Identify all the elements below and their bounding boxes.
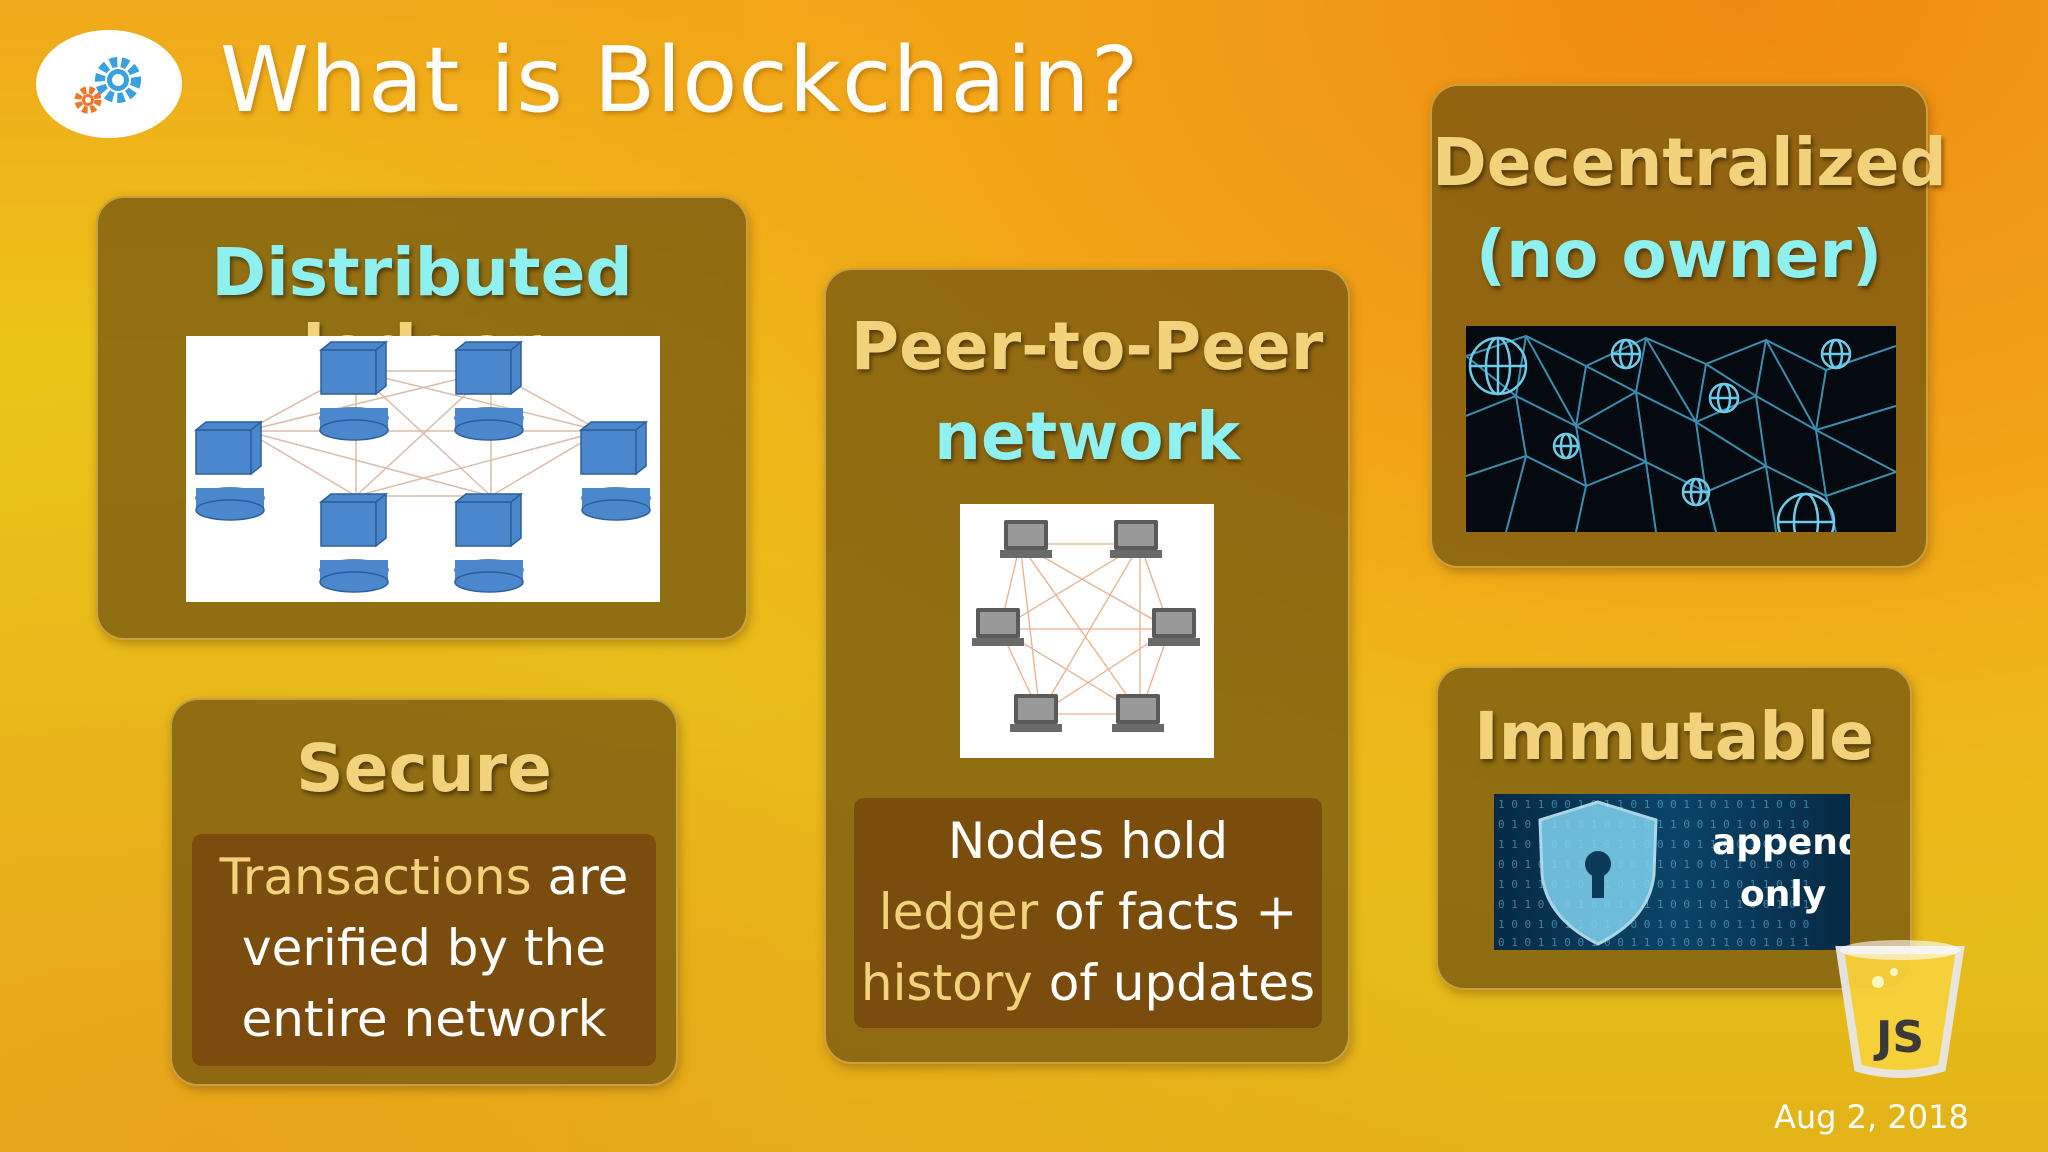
nodes-line3-rest: of updates — [1032, 954, 1316, 1012]
network-globe-image — [1465, 326, 1897, 552]
nodes-line2: ledger of facts + — [854, 877, 1322, 948]
card-heading: Immutable — [1474, 698, 1874, 775]
svg-text:0 1 0 1 1 0 0 1 0 0 1 1 0 1 0: 0 1 0 1 1 0 0 1 0 0 1 1 0 1 0 0 1 1 0 0 … — [1498, 936, 1809, 949]
nodes-description: Nodes hold ledger of facts + history of … — [854, 798, 1322, 1028]
js-badge-label: JS — [1875, 1012, 1925, 1063]
nodes-line3: history of updates — [854, 948, 1322, 1019]
page-title: What is Blockchain? — [220, 28, 1140, 133]
card-immutable: Immutable 1 0 1 1 0 0 1 0 1 1 0 1 0 0 1 … — [1436, 666, 1912, 990]
js-badge: JS — [1830, 936, 1970, 1080]
card-decentralized: Decentralized (no owner) — [1430, 84, 1947, 568]
svg-text:1 0 0 1 0 1 1 0 1 1 0 0 1 0 1: 1 0 0 1 0 1 1 0 1 1 0 0 1 0 1 1 0 0 1 1 … — [1498, 918, 1809, 931]
presentation-date: Aug 2, 2018 — [1774, 1098, 1969, 1136]
card-heading-line2: (no owner) — [1475, 216, 1883, 293]
card-heading-line1: Decentralized — [1432, 124, 1947, 201]
gears-icon — [74, 57, 141, 114]
nodes-line2-rest: of facts + — [1038, 883, 1298, 941]
svg-text:1 0 1 1 0 0 1 0 1 1 0 1 0 0 1: 1 0 1 1 0 0 1 0 1 1 0 1 0 0 1 1 0 1 0 1 … — [1498, 798, 1809, 811]
shield-lock-image: 1 0 1 1 0 0 1 0 1 1 0 1 0 0 1 1 0 1 0 1 … — [1494, 794, 1850, 950]
card-heading: Secure — [296, 730, 552, 807]
heading-word-distributed: Distributed — [211, 234, 633, 311]
p2p-diagram — [960, 504, 1214, 758]
secure-line1: Transactions are — [192, 842, 656, 913]
secure-transactions-word: Transactions — [219, 848, 532, 906]
immutable-only-label: only — [1740, 874, 1827, 915]
secure-line3: entire network — [241, 990, 607, 1048]
nodes-ledger-word: ledger — [878, 883, 1039, 941]
card-peer-to-peer: Peer-to-Peer network — [824, 268, 1350, 1064]
logo — [36, 30, 182, 138]
secure-line2: verified by the — [242, 919, 606, 977]
distributed-diagram — [186, 336, 660, 602]
secure-line1-rest: are — [531, 848, 629, 906]
immutable-append-label: append — [1712, 822, 1850, 863]
card-distributed-ledger: Distributed ledger — [96, 196, 748, 640]
card-secure: Secure Transactions are verified by the … — [170, 698, 678, 1086]
nodes-history-word: history — [860, 954, 1033, 1012]
card-heading-line1: Peer-to-Peer — [850, 308, 1324, 385]
card-heading-line2: network — [933, 398, 1241, 475]
secure-description: Transactions are verified by the entire … — [192, 834, 656, 1066]
js-jar-icon — [1835, 940, 1965, 1078]
nodes-line1: Nodes hold — [947, 812, 1229, 870]
